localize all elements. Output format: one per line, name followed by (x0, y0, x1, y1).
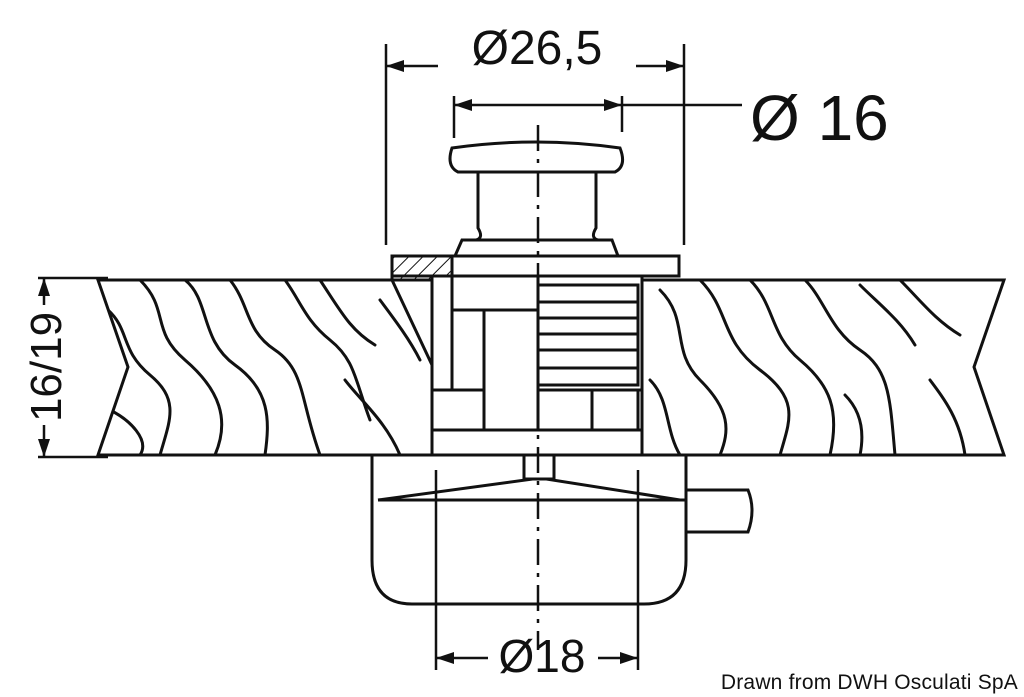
thickness-label: 16/19 (22, 312, 71, 422)
dimension-outer-diameter (384, 44, 686, 245)
button-cap (448, 140, 625, 174)
base-diameter-label: Ø18 (499, 630, 586, 682)
dimension-inner-diameter (452, 96, 742, 138)
wood-panel-left (95, 278, 434, 457)
credit-text: Drawn from DWH Osculati SpA (720, 671, 1018, 694)
side-tab (684, 488, 754, 534)
outer-diameter-label: Ø26,5 (472, 22, 603, 75)
dimension-base-diameter (434, 470, 640, 670)
flange-top (452, 238, 621, 258)
inner-diameter-label: Ø 16 (750, 82, 889, 154)
fitting-body (370, 140, 754, 606)
bottom-housing (370, 453, 688, 606)
wood-panel-right (640, 278, 1007, 457)
dimension-thickness (38, 276, 108, 459)
